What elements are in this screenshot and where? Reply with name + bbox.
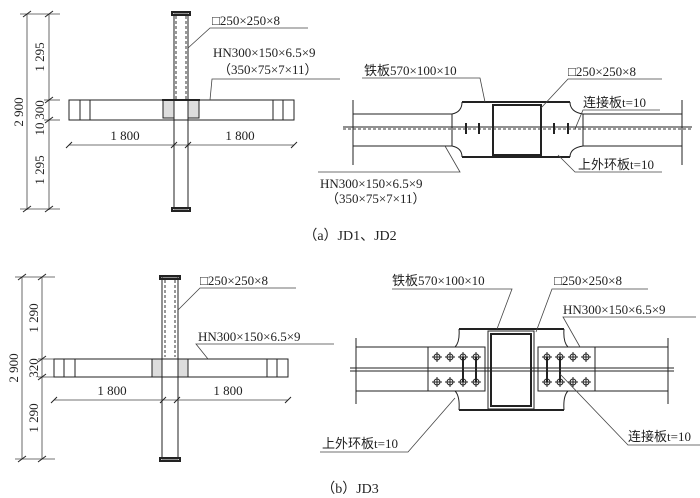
bolt-cross: [432, 352, 442, 362]
dim-total-height: 2 900: [11, 97, 26, 126]
figure-a-detail: 铁板570×100×10 □250×250×8 连接板t=10 上外环板t=10…: [318, 63, 692, 206]
beam: [53, 358, 289, 378]
beam: [68, 99, 295, 121]
dim-right-span: 1 800: [225, 128, 254, 143]
ring-plate-label: 上外环板t=10: [578, 157, 654, 172]
beam-section-label: HN300×150×6.5×9: [198, 329, 301, 344]
connection-plate-label: 连接板t=10: [583, 95, 646, 110]
figure-b-elevation: 2 900 1 290 320 1 290 1 800 1 800 □250×2…: [6, 273, 334, 463]
ring-plate: [459, 328, 564, 411]
caption-b: （b）JD3: [321, 481, 379, 497]
iron-plate-label: 铁板570×100×10: [364, 63, 457, 78]
joint-plate-left: [162, 99, 175, 119]
dim-left-span: 1 800: [110, 128, 139, 143]
column-section-label: □250×250×8: [212, 13, 280, 28]
figure-b-detail: 铁板570×100×10 □250×250×8 HN300×150×6.5×9 …: [320, 273, 700, 453]
connection-plate-label: 连接板t=10: [628, 429, 691, 444]
column-section-label: □250×250×8: [554, 273, 622, 288]
dim-gap: 10: [32, 123, 47, 136]
bolt-cross: [568, 352, 578, 362]
column-cap-top: [159, 275, 181, 280]
column-cap-bottom: [171, 207, 191, 212]
column-section-label: □250×250×8: [200, 273, 268, 288]
bolt-cross: [581, 352, 591, 362]
beam-section-label: HN300×150×6.5×9: [320, 176, 423, 191]
column-box: [487, 330, 535, 410]
dim-total-height: 2 900: [6, 353, 21, 382]
figure-a-elevation: 2 900 1 295 300 10 1 295 1 800 1 800 □2: [11, 10, 340, 213]
column-cap-bottom: [159, 457, 181, 462]
column: [161, 276, 179, 460]
dim-lower-segment: 1 295: [32, 155, 47, 184]
bolt-cross: [445, 352, 455, 362]
caption-a: （a）JD1、JD2: [303, 228, 396, 244]
dim-lower-segment: 1 290: [26, 403, 41, 432]
bolt-cross: [581, 377, 591, 387]
beam-section-label-alt: （350×75×7×11）: [218, 62, 318, 77]
joint-plate-left: [151, 358, 163, 378]
dim-beam-depth: 320: [26, 358, 41, 378]
beam-section-label: HN300×150×6.5×9: [563, 302, 666, 317]
joint-plate-right: [187, 99, 200, 119]
beam-section-label: HN300×150×6.5×9: [213, 45, 316, 60]
ring-plate: [462, 101, 570, 158]
dim-upper-segment: 1 295: [32, 42, 47, 71]
ring-plate-label: 上外环板t=10: [322, 436, 398, 451]
bolt-cross: [445, 377, 455, 387]
splice-plate-right: [537, 346, 596, 392]
dim-beam-depth: 300: [32, 100, 47, 120]
column-section-label: □250×250×8: [568, 64, 636, 79]
dim-right-span: 1 800: [213, 383, 242, 398]
bolt-cross: [432, 377, 442, 387]
splice-plate-left: [427, 346, 486, 392]
iron-plate-label: 铁板570×100×10: [392, 273, 485, 288]
beam-section-label-alt: （350×75×7×11）: [326, 191, 426, 206]
dim-left-span: 1 800: [97, 383, 126, 398]
column-cap-top: [171, 11, 191, 16]
bolt-cross: [568, 377, 578, 387]
joint-plate-right: [177, 358, 189, 378]
dim-upper-segment: 1 290: [26, 303, 41, 332]
column-box: [492, 104, 542, 156]
